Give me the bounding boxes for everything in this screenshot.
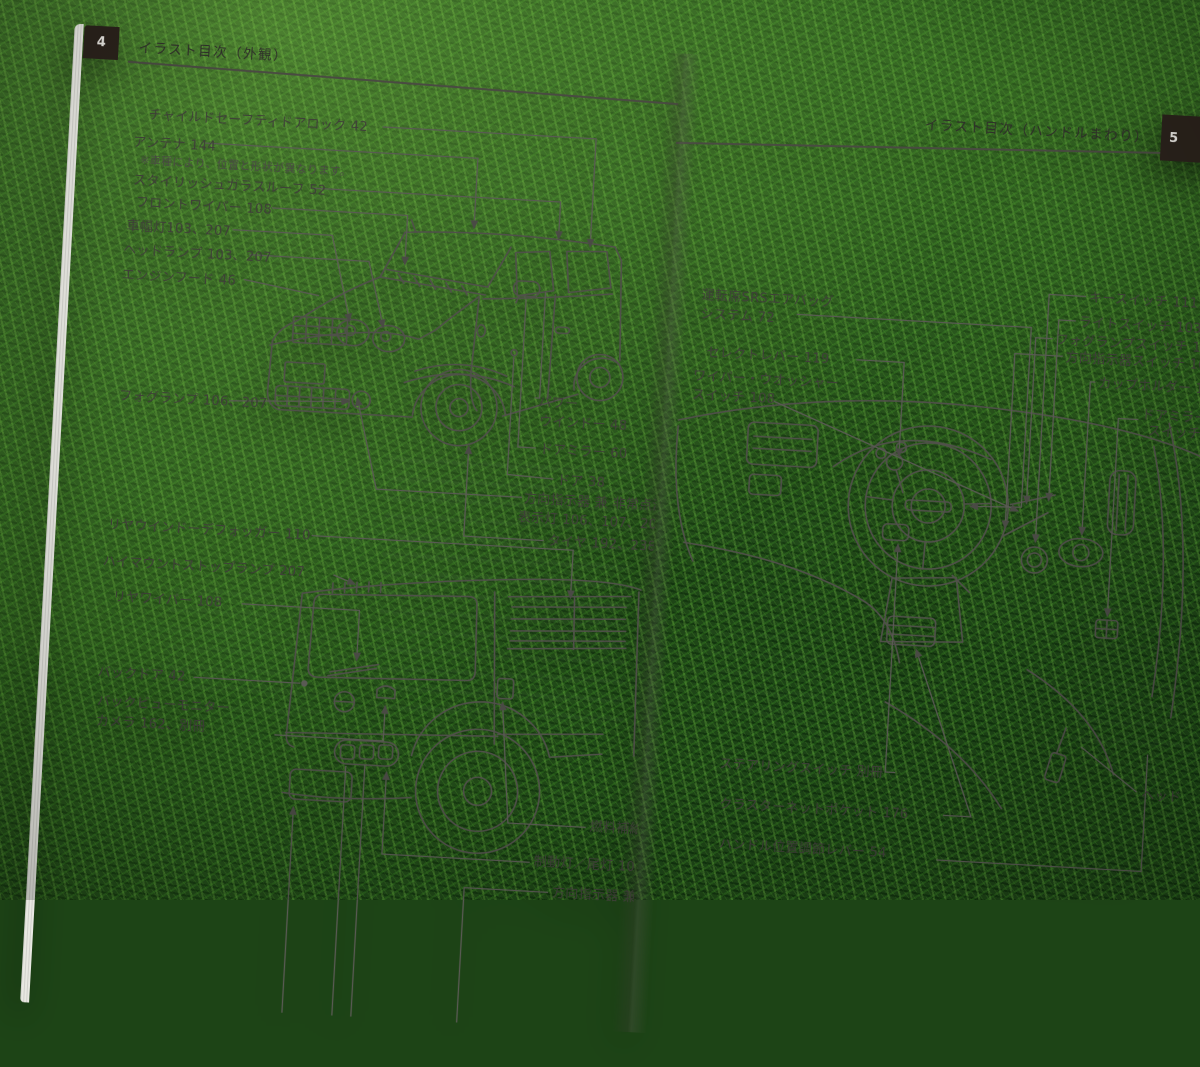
label-door: ドア 38 xyxy=(556,473,606,491)
page-number-tab-left: 4 xyxy=(82,25,120,61)
label-door-mirror-switch-2: スイッチ xyxy=(1147,424,1200,443)
dashboard-illustration xyxy=(675,293,1200,873)
leader-lines-rear xyxy=(193,534,586,1023)
exterior-car-illustrations xyxy=(193,126,642,1023)
label-power-window-1: パワー xyxy=(537,395,579,413)
rear-car-art xyxy=(281,578,642,855)
page-number-tab-right: 5 xyxy=(1159,114,1200,165)
leader-lines-dashboard xyxy=(773,293,1149,873)
dashboard-art xyxy=(675,399,1200,810)
right-page-steering: イラスト目次（ハンドルまわり） 5 xyxy=(626,87,1200,1063)
label-headlamp-partial: ヘッド xyxy=(1140,788,1182,806)
front-car-art xyxy=(266,218,624,447)
page-number-right: 5 xyxy=(1168,130,1179,146)
page-number-left: 4 xyxy=(96,34,107,51)
leader-lines-front xyxy=(205,126,597,542)
open-manual-book: 4 イラスト目次（外観） xyxy=(27,20,1200,1063)
left-page-exterior: 4 イラスト目次（外観） xyxy=(27,20,682,1032)
